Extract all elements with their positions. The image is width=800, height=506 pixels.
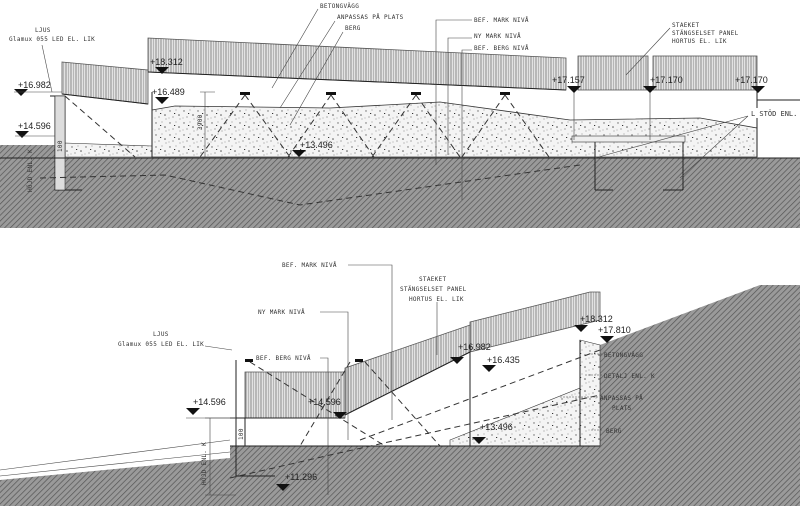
label-anpassas: ANPASSAS PÅ <box>600 395 643 402</box>
bottom-section: BEF. MARK NIVÅ STAEKET STÄNGSELSET PANEL… <box>0 262 800 506</box>
label-betongvagg: BETONGVÄGG <box>320 3 359 10</box>
level-label: +17.157 <box>552 75 585 85</box>
label-betongvagg: BETONGVÄGG <box>604 352 643 359</box>
fill-stipple-left <box>64 142 153 158</box>
label-ljus-model: Glamux 055 LED EL. LIK <box>118 341 204 348</box>
ground-hatch-left <box>0 458 230 506</box>
dim-3900: 3900 <box>197 114 204 130</box>
light-cones <box>64 92 550 158</box>
fill-stipple <box>449 379 601 447</box>
label-staket: HORTUS EL. LIK <box>409 296 464 303</box>
label-bef-berg: BEF. BERG NIVÅ <box>256 355 311 362</box>
level-markers: +14.596 +14.596 +16.982 +16.435 +18.312 … <box>186 314 631 491</box>
label-ny-mark: NY MARK NIVÅ <box>258 309 305 316</box>
level-label: +13.496 <box>300 140 333 150</box>
label-staket: HORTUS EL. LIK <box>672 38 727 45</box>
level-label: +16.435 <box>487 355 520 365</box>
label-anpassas: PLATS <box>612 405 632 412</box>
label-ljus: LJUS <box>35 27 51 34</box>
fence-right-panel <box>652 55 758 91</box>
label-staket: STAEKET <box>419 276 446 283</box>
label-ljus: LJUS <box>153 331 169 338</box>
label-staket: STÄNGSELSET PANEL <box>672 30 739 37</box>
level-label: +18.312 <box>150 57 183 67</box>
light-icon <box>411 92 421 95</box>
dim-height: HÖJD ENL. K <box>201 442 208 485</box>
level-label: +16.982 <box>458 342 491 352</box>
level-markers: +16.982 +18.312 +16.489 +14.596 +13.496 … <box>14 57 768 157</box>
level-label: +14.596 <box>308 397 341 407</box>
level-label: +17.810 <box>598 325 631 335</box>
label-l-stod: L STÖD ENL. <box>751 109 797 118</box>
level-label: +14.596 <box>193 397 226 407</box>
rock-slope-hatch <box>600 285 800 506</box>
dim-100: 100 <box>238 428 245 440</box>
ground-hatch-middle <box>230 446 600 506</box>
dim-100: 100 <box>57 140 64 152</box>
level-label: +11.296 <box>285 472 317 482</box>
fence-flat <box>244 371 346 419</box>
label-berg: BERG <box>345 25 361 32</box>
fill-stipple <box>151 101 758 158</box>
light-icon <box>355 359 363 362</box>
level-label: +14.596 <box>18 121 51 131</box>
label-staket: STÄNGSELSET PANEL <box>400 286 467 293</box>
top-section: BETONGVÄGG ANPASSAS PÅ PLATS BERG BEF. M… <box>0 3 800 228</box>
label-detalj: DETALJ ENL. K <box>604 373 655 380</box>
light-icon <box>245 359 253 362</box>
light-icon <box>240 92 250 95</box>
label-anpassas: ANPASSAS PÅ PLATS <box>337 14 404 21</box>
label-bef-mark: BEF. MARK NIVÅ <box>282 262 337 269</box>
level-label: +16.489 <box>152 87 185 97</box>
label-berg: BERG <box>606 428 622 435</box>
label-bef-mark: BEF. MARK NIVÅ <box>474 17 529 24</box>
light-icon <box>500 92 510 95</box>
level-label: +17.170 <box>735 75 768 85</box>
dim-height: HÖJD ENL. K <box>27 149 34 192</box>
fence-slope <box>344 324 471 416</box>
level-label: +18.312 <box>580 314 613 324</box>
level-label: +17.170 <box>650 75 683 85</box>
level-label: +16.982 <box>18 80 51 90</box>
light-icon <box>326 92 336 95</box>
fence-right-panel <box>577 55 649 91</box>
label-ny-mark: NY MARK NIVÅ <box>474 33 521 40</box>
label-ljus-model: Glamux 055 LED EL. LIK <box>9 36 95 43</box>
label-staket: STAEKET <box>672 22 699 29</box>
label-bef-berg: BEF. BERG NIVÅ <box>474 45 529 52</box>
ground-hatch <box>0 145 800 228</box>
level-label: +13.496 <box>480 422 513 432</box>
fence-left <box>61 61 149 105</box>
